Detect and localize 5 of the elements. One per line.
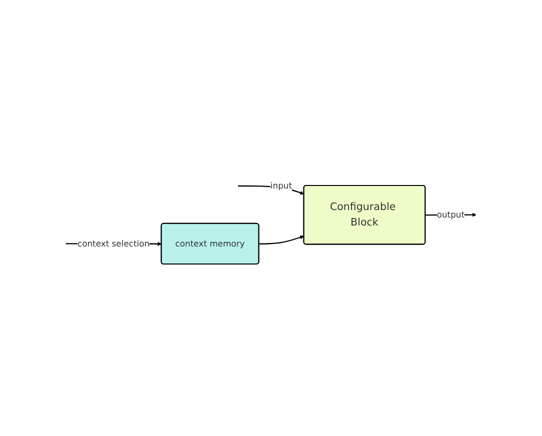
edge-label: context selection [77, 238, 150, 249]
arrow [238, 185, 304, 195]
edge-label: input [270, 181, 292, 191]
edge-label: output [436, 210, 465, 220]
arrow [258, 235, 304, 244]
